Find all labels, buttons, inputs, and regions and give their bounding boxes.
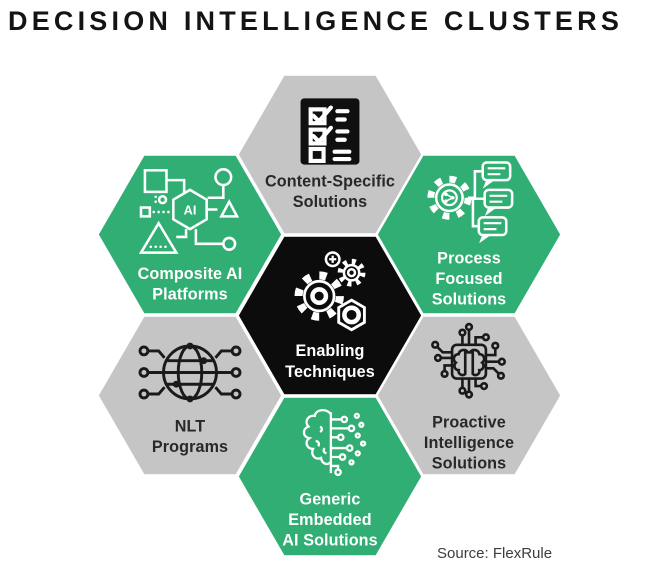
brain-circuit-icon xyxy=(302,409,367,477)
source-attribution: Source: FlexRule xyxy=(437,545,553,562)
globe-network-icon xyxy=(138,342,242,402)
gears-icon xyxy=(294,250,366,331)
hexagon-label: Composite AI Platforms xyxy=(137,264,243,304)
hexagon-label: Generic Embedded AI Solutions xyxy=(282,490,378,550)
page-title: DECISION INTELLIGENCE CLUSTERS xyxy=(8,6,624,36)
hexagon-label: Process Focused Solutions xyxy=(431,249,507,309)
hexagon-label: Proactive Intelligence Solutions xyxy=(423,413,515,473)
composite-ai-icon: AI xyxy=(139,167,240,254)
composite-ai-icon-text: AI xyxy=(184,202,197,217)
chip-brain-icon xyxy=(431,322,507,399)
hexagon-label: Content-Specific Solutions xyxy=(264,172,396,211)
checklist-icon xyxy=(300,97,360,165)
hexagon-label: NLT Programs xyxy=(151,417,229,456)
hexagon-label: Enabling Techniques xyxy=(285,341,375,381)
gear-chat-icon xyxy=(427,161,514,243)
